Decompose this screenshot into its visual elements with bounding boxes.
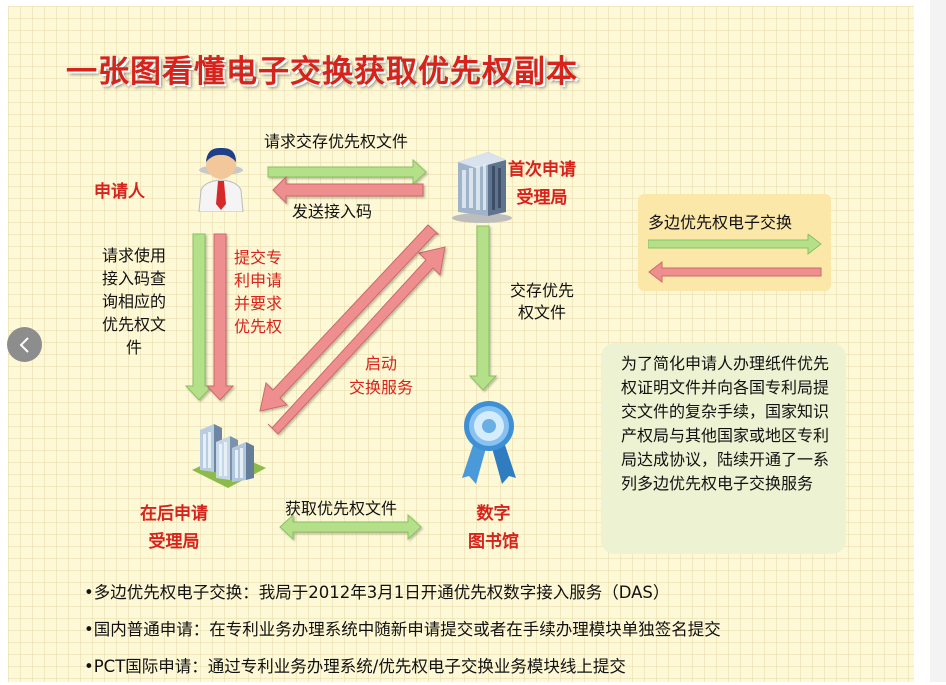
arrow-deposit-priority xyxy=(468,225,498,391)
chevron-left-icon xyxy=(19,336,29,353)
note-box: 为了简化申请人办理纸件优先权证明文件并向各国专利局提交文件的复杂手续，国家知识产… xyxy=(601,343,846,554)
flow-label-request-deposit: 请求交存优先权文件 xyxy=(264,132,409,151)
first-office-label: 首次申请 受理局 xyxy=(508,160,576,208)
arrow-request-access-code xyxy=(184,233,214,401)
digital-library-label: 数字 图书馆 xyxy=(468,504,519,552)
office-building-icon xyxy=(452,152,512,223)
bullet-das: •多边优先权电子交换：我局于2012年3月1日开通优先权数字接入服务（DAS） xyxy=(84,583,670,602)
flow-label-deposit-priority: 交存优先 权文件 xyxy=(510,281,575,322)
flow-label-retrieve-priority: 获取优先权文件 xyxy=(285,499,398,518)
arrow-retrieve-priority xyxy=(279,513,422,541)
slide: 一张图看懂电子交换获取优先权副本 xyxy=(8,6,914,682)
arrow-return-exchange xyxy=(259,224,440,412)
right-scroll-strip xyxy=(930,0,946,682)
arrow-send-access-code xyxy=(272,175,424,205)
flow-arrows xyxy=(184,158,498,541)
flow-label-request-access-code: 请求使用 接入码查 询相应的 优先权文 件 xyxy=(102,246,167,357)
person-icon xyxy=(198,147,244,212)
arrow-request-deposit xyxy=(267,158,427,186)
ribbon-award-icon xyxy=(462,401,516,484)
later-office-label: 在后申请 受理局 xyxy=(140,504,208,552)
bullet-pct: •PCT国际申请：通过专利业务办理系统/优先权电子交换业务模块线上提交 xyxy=(84,657,626,676)
flow-label-send-access-code: 发送接入码 xyxy=(292,202,373,221)
applicant-label: 申请人 xyxy=(94,182,145,202)
legend-arrows xyxy=(648,234,822,284)
arrow-start-exchange xyxy=(267,246,446,435)
page-title: 一张图看懂电子交换获取优先权副本 xyxy=(66,54,578,90)
legend-box: 多边优先权电子交换 xyxy=(638,194,831,291)
bullet-domestic: •国内普通申请：在专利业务办理系统中随新申请提交或者在手续办理模块单独签名提交 xyxy=(84,620,721,639)
flow-label-start-exchange: 启动 交换服务 xyxy=(349,354,414,397)
arrow-submit-request xyxy=(205,233,235,401)
later-office-building-icon xyxy=(192,424,266,488)
legend-label: 多边优先权电子交换 xyxy=(648,213,793,232)
bullet-list: •多边优先权电子交换：我局于2012年3月1日开通优先权数字接入服务（DAS） … xyxy=(84,574,721,685)
prev-slide-button[interactable] xyxy=(7,327,42,362)
flow-label-submit-request: 提交专 利申请 并要求 优先权 xyxy=(234,248,283,336)
